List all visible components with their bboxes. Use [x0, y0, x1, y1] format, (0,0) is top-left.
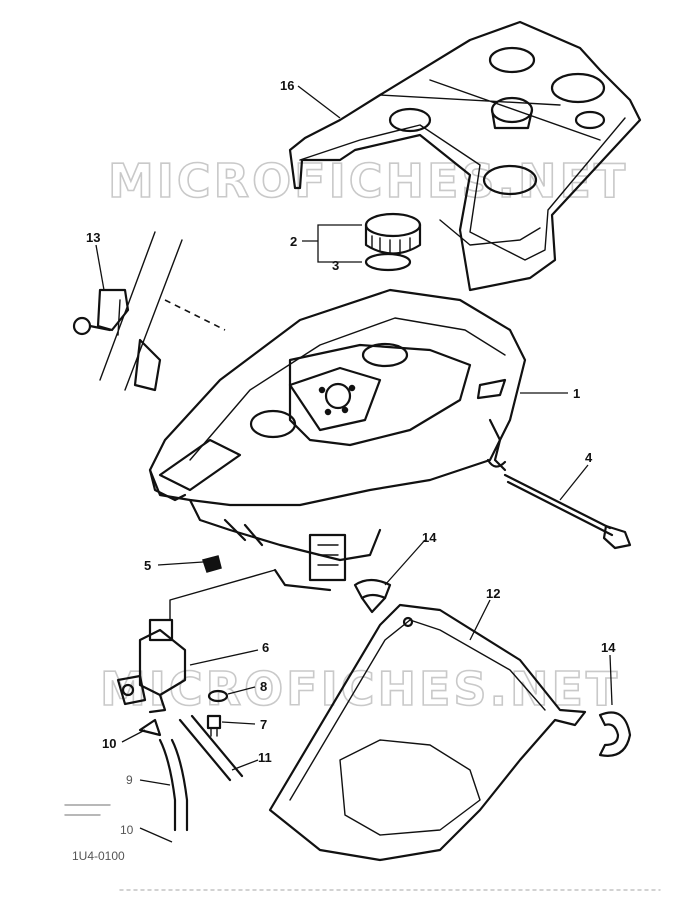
leader-10b [139, 827, 173, 843]
callout-3: 3 [332, 258, 339, 273]
callout-4: 4 [585, 450, 593, 465]
part-14-clip-right [598, 711, 632, 757]
leader-11 [231, 759, 259, 771]
callout-5: 5 [144, 558, 151, 573]
frame-fragment [124, 239, 226, 392]
leader-2 [302, 224, 362, 263]
part-12-under-cover [268, 603, 587, 862]
callout-8: 8 [260, 679, 267, 694]
part-6-fuel-cock [116, 569, 276, 714]
part-2-fuel-cap [364, 212, 422, 255]
leader-8 [227, 686, 256, 695]
callout-10a: 10 [102, 736, 116, 751]
callout-14b: 14 [601, 640, 616, 655]
watermark-top: MICROFICHES.NET [108, 154, 628, 208]
part-13-bracket [72, 231, 156, 381]
callout-12: 12 [486, 586, 500, 601]
leader-7 [221, 721, 256, 725]
part-16-carrier [288, 20, 642, 292]
leader-12 [469, 599, 491, 641]
part-8-washer [207, 689, 229, 703]
callout-16: 16 [280, 78, 294, 93]
callout-14a: 14 [422, 530, 437, 545]
leader-16 [297, 85, 341, 119]
footer-code: 1U4-0100 [72, 849, 125, 863]
callout-2: 2 [290, 234, 297, 249]
part-4-long-bolt [503, 473, 632, 550]
callout-6: 6 [262, 640, 269, 655]
leader-13 [95, 244, 105, 291]
leader-10a [121, 729, 146, 743]
callout-9: 9 [126, 773, 133, 787]
fuel-hoses [138, 714, 244, 832]
callout-11: 11 [258, 750, 272, 765]
part-3-cap-gasket [364, 252, 412, 272]
part-1-storage-box [148, 288, 527, 592]
part-14-clip-left [353, 578, 392, 614]
leader-9 [139, 779, 171, 786]
callout-7: 7 [260, 717, 267, 732]
callout-1: 1 [573, 386, 580, 401]
part-7-screw [206, 714, 222, 737]
leader-6 [189, 649, 259, 666]
callout-13: 13 [86, 230, 100, 245]
part-5-grommet [202, 555, 222, 573]
leader-4 [559, 464, 589, 501]
leader-14a [384, 539, 426, 586]
leader-5 [157, 561, 204, 566]
leader-14b [609, 654, 613, 706]
callout-10b: 10 [120, 823, 134, 837]
